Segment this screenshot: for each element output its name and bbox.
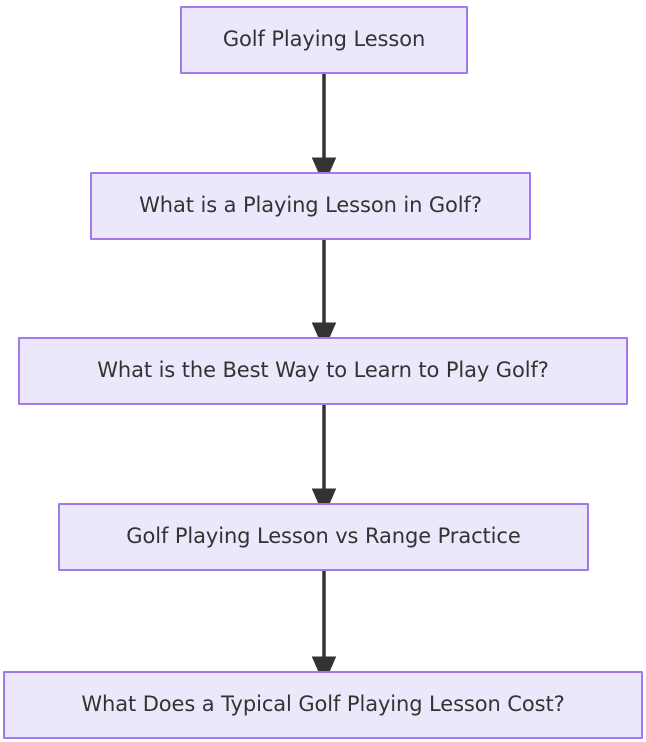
flowchart-node-golf-playing-lesson[interactable]: Golf Playing Lesson	[180, 6, 468, 74]
node-label: What is a Playing Lesson in Golf?	[139, 193, 482, 218]
node-label: What is the Best Way to Learn to Play Go…	[97, 358, 549, 383]
flowchart-node-typical-lesson-cost[interactable]: What Does a Typical Golf Playing Lesson …	[3, 671, 643, 739]
node-label: What Does a Typical Golf Playing Lesson …	[81, 692, 565, 717]
node-label: Golf Playing Lesson	[222, 27, 426, 52]
node-label: Golf Playing Lesson vs Range Practice	[126, 524, 521, 549]
flowchart-node-lesson-vs-range-practice[interactable]: Golf Playing Lesson vs Range Practice	[58, 503, 589, 571]
flowchart-node-best-way-to-learn[interactable]: What is the Best Way to Learn to Play Go…	[18, 337, 628, 405]
flowchart-node-what-is-a-playing-lesson[interactable]: What is a Playing Lesson in Golf?	[90, 172, 531, 240]
